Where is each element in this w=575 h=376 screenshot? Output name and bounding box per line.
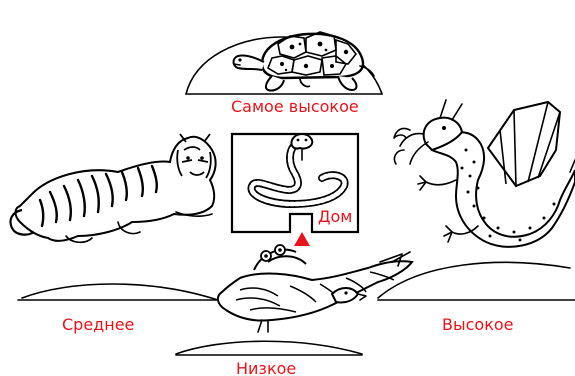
snake-icon	[252, 134, 345, 204]
label-bottom: Низкое	[236, 359, 296, 376]
phoenix-icon	[218, 245, 412, 332]
label-center: Дом	[318, 207, 352, 226]
label-top: Самое высокое	[231, 97, 359, 116]
red-triangle-marker-icon	[294, 232, 310, 246]
tiger-icon	[10, 134, 215, 242]
label-left: Среднее	[62, 315, 134, 334]
turtle-icon	[234, 32, 375, 91]
dragon-icon	[394, 100, 575, 247]
label-right: Высокое	[442, 315, 514, 334]
bottom-mound	[176, 341, 362, 354]
left-mound	[22, 284, 218, 300]
